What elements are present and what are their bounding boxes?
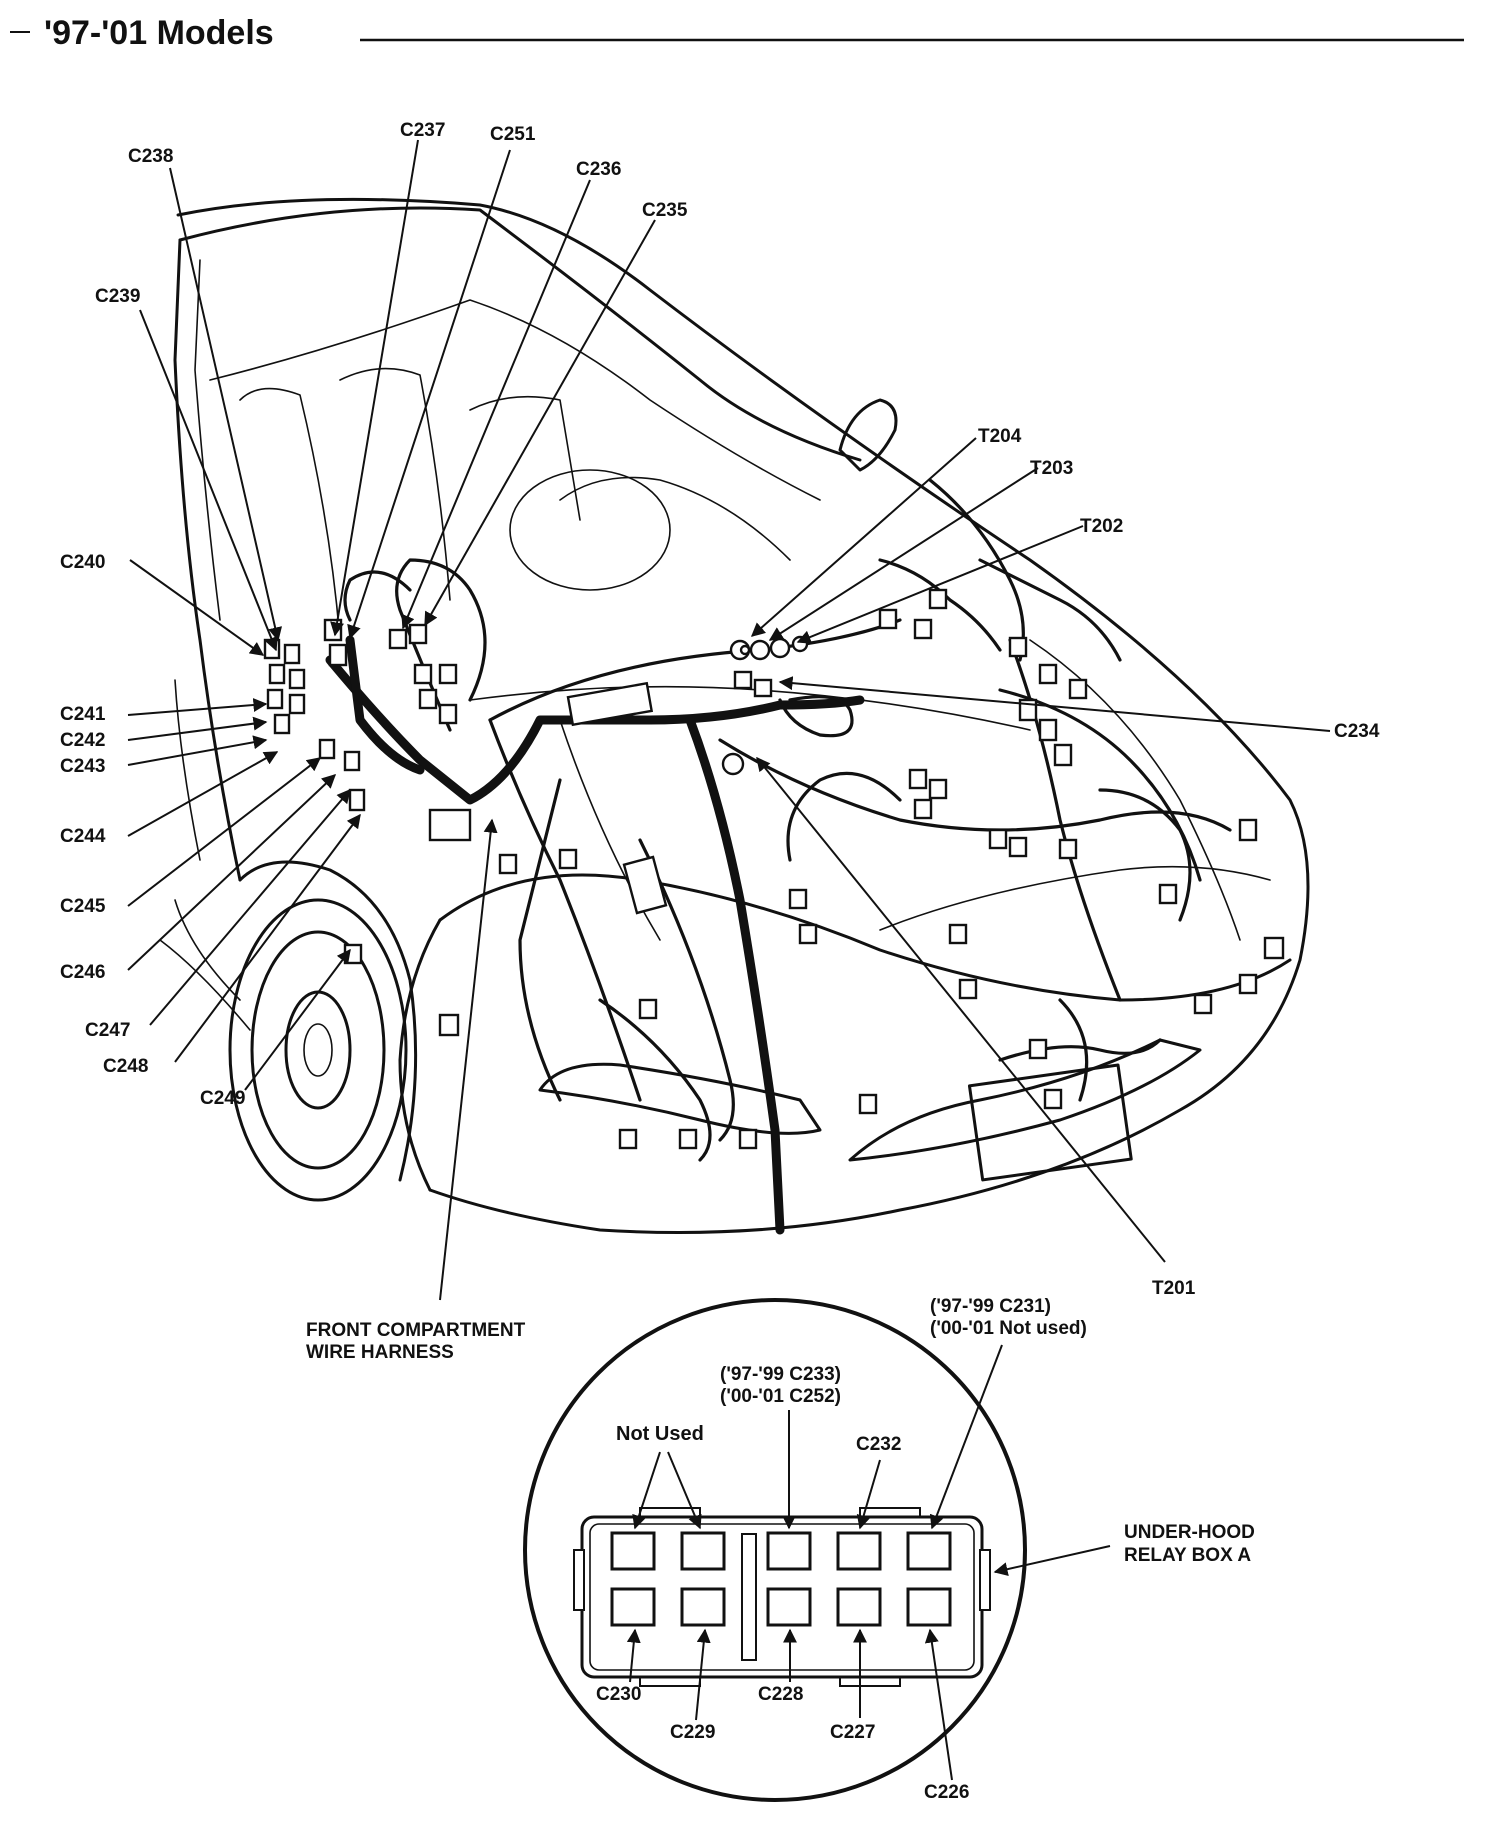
label-c249: C249 bbox=[200, 1088, 245, 1109]
label-t203: T203 bbox=[1030, 458, 1073, 479]
slot-bottom-2 bbox=[680, 1587, 726, 1627]
label-c239: C239 bbox=[95, 286, 140, 307]
label-c246: C246 bbox=[60, 962, 105, 983]
label-c241: C241 bbox=[60, 704, 106, 725]
relay-box-detail: Not Used ('97-'99 C233) ('00-'01 C252) C… bbox=[523, 1296, 1255, 1803]
label-c231-line1: ('97-'99 C231) bbox=[930, 1296, 1051, 1317]
label-c234: C234 bbox=[1334, 721, 1380, 742]
label-c240: C240 bbox=[60, 552, 105, 573]
label-c238: C238 bbox=[128, 146, 173, 167]
slot-bottom-4 bbox=[836, 1587, 882, 1627]
label-relay-box-line2: RELAY BOX A bbox=[1124, 1545, 1251, 1566]
front-compartment-wire-harness bbox=[325, 478, 1232, 1235]
slot-top-4 bbox=[836, 1531, 882, 1571]
leader-lines bbox=[127, 139, 1331, 1301]
label-not-used: Not Used bbox=[616, 1423, 704, 1445]
label-c242: C242 bbox=[60, 730, 105, 751]
slot-bottom-3 bbox=[766, 1587, 812, 1627]
slot-bottom-5 bbox=[906, 1587, 952, 1627]
label-c237: C237 bbox=[400, 120, 445, 141]
label-c230: C230 bbox=[596, 1684, 641, 1705]
label-c245: C245 bbox=[60, 896, 106, 917]
label-c226: C226 bbox=[924, 1782, 969, 1803]
label-c248: C248 bbox=[103, 1056, 148, 1077]
label-c229: C229 bbox=[670, 1722, 715, 1743]
car-connectors bbox=[263, 588, 1285, 1150]
label-c231-line2: ('00-'01 Not used) bbox=[930, 1318, 1087, 1339]
slot-top-5 bbox=[906, 1531, 952, 1571]
slot-top-2 bbox=[680, 1531, 726, 1571]
label-c236: C236 bbox=[576, 159, 621, 180]
label-t204: T204 bbox=[978, 426, 1022, 447]
label-harness-line2: WIRE HARNESS bbox=[306, 1342, 454, 1363]
page-title: '97-'01 Models bbox=[44, 14, 274, 52]
slot-bottom-1 bbox=[610, 1587, 656, 1627]
label-c243: C243 bbox=[60, 756, 105, 777]
label-harness-line1: FRONT COMPARTMENT bbox=[306, 1320, 526, 1341]
label-c232: C232 bbox=[856, 1434, 901, 1455]
label-c251: C251 bbox=[490, 124, 536, 145]
slot-top-1 bbox=[610, 1531, 656, 1571]
label-c228: C228 bbox=[758, 1684, 803, 1705]
label-c247: C247 bbox=[85, 1020, 130, 1041]
label-relay-box-line1: UNDER-HOOD bbox=[1124, 1522, 1255, 1543]
label-c227: C227 bbox=[830, 1722, 875, 1743]
label-c233-line2: ('00-'01 C252) bbox=[720, 1386, 841, 1407]
label-t202: T202 bbox=[1080, 516, 1123, 537]
slot-top-3 bbox=[766, 1531, 812, 1571]
connector-labels: C237 C251 C238 C236 C235 C239 T204 T203 … bbox=[60, 120, 1380, 1363]
label-c233-line1: ('97-'99 C233) bbox=[720, 1364, 841, 1385]
label-c235: C235 bbox=[642, 200, 688, 221]
page-header: '97-'01 Models bbox=[10, 14, 1464, 52]
label-t201: T201 bbox=[1152, 1278, 1196, 1299]
label-c244: C244 bbox=[60, 826, 106, 847]
